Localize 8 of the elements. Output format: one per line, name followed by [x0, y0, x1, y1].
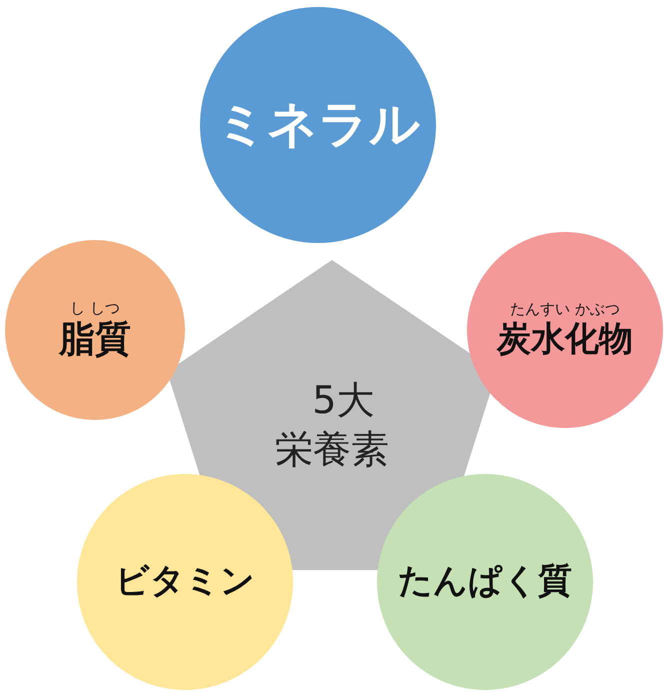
nutrient-label: 炭水化物	[497, 320, 633, 360]
nutrient-label: たんぱく質	[398, 562, 572, 602]
nutrient-label: 脂質	[59, 319, 131, 361]
furigana-text: し しつ	[70, 299, 120, 318]
nutrient-label: ミネラル	[216, 96, 420, 154]
furigana-text: たんすい かぶつ	[510, 300, 620, 318]
nutrient-label: ビタミン	[115, 562, 255, 602]
center-label: 5大栄養素	[275, 376, 389, 473]
